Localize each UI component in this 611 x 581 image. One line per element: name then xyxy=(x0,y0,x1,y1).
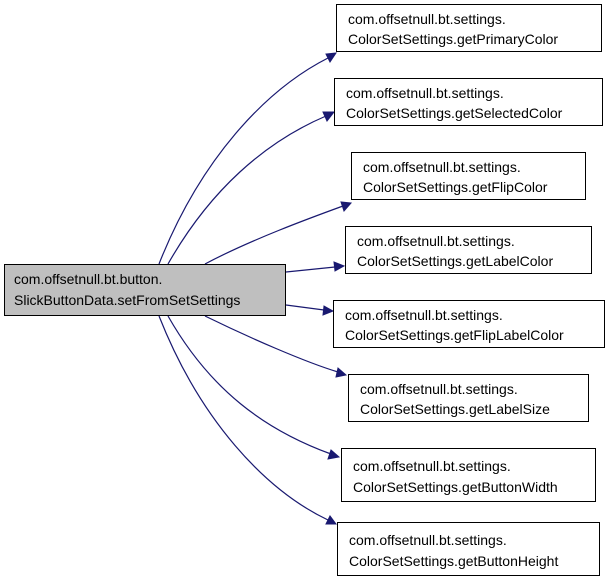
arrowhead-getLabelColor xyxy=(333,261,346,272)
target-node-line1: com.offsetnull.bt.settings. xyxy=(346,85,504,101)
arrowhead-getFlipLabelColor xyxy=(322,305,335,316)
target-node-line1: com.offsetnull.bt.settings. xyxy=(348,11,506,27)
edge-to-getFlipColor xyxy=(204,205,344,265)
arrowhead-getButtonWidth xyxy=(327,449,341,460)
target-node-line2: ColorSetSettings.getLabelColor xyxy=(357,253,553,269)
arrowhead-getPrimaryColor xyxy=(325,52,338,63)
target-node-line1: com.offsetnull.bt.settings. xyxy=(345,307,503,323)
edge-to-getPrimaryColor xyxy=(158,57,329,265)
target-node-getPrimaryColor[interactable]: com.offsetnull.bt.settings. ColorSetSett… xyxy=(336,4,602,52)
edge-to-getLabelColor xyxy=(285,266,336,273)
target-node-line2: ColorSetSettings.getButtonWidth xyxy=(353,479,558,495)
target-node-getSelectedColor[interactable]: com.offsetnull.bt.settings. ColorSetSett… xyxy=(334,78,603,126)
source-node[interactable]: com.offsetnull.bt.button. SlickButtonDat… xyxy=(4,264,286,316)
edge-to-getButtonWidth xyxy=(167,315,332,455)
target-node-getLabelColor[interactable]: com.offsetnull.bt.settings. ColorSetSett… xyxy=(345,226,592,274)
source-node-line2: SlickButtonData.setFromSetSettings xyxy=(14,292,240,308)
arrowhead-getSelectedColor xyxy=(322,111,336,122)
edges xyxy=(158,52,353,525)
target-node-line2: ColorSetSettings.getPrimaryColor xyxy=(348,31,558,47)
target-node-line1: com.offsetnull.bt.settings. xyxy=(357,233,515,249)
target-node-line1: com.offsetnull.bt.settings. xyxy=(349,532,507,548)
target-node-line2: ColorSetSettings.getButtonHeight xyxy=(349,553,558,569)
arrowhead-getFlipColor xyxy=(340,201,353,212)
target-node-getButtonHeight[interactable]: com.offsetnull.bt.settings. ColorSetSett… xyxy=(337,522,600,576)
target-node-line2: ColorSetSettings.getSelectedColor xyxy=(346,105,563,121)
edge-to-getFlipLabelColor xyxy=(285,304,325,311)
edge-to-getButtonHeight xyxy=(158,315,329,521)
target-node-line1: com.offsetnull.bt.settings. xyxy=(363,159,521,175)
source-node-line1: com.offsetnull.bt.button. xyxy=(14,271,162,287)
edge-to-getSelectedColor xyxy=(167,115,327,265)
target-node-line1: com.offsetnull.bt.settings. xyxy=(360,381,518,397)
target-node-line1: com.offsetnull.bt.settings. xyxy=(353,458,511,474)
target-node-line2: ColorSetSettings.getLabelSize xyxy=(360,401,550,417)
arrowhead-getLabelSize xyxy=(335,367,348,378)
target-node-line2: ColorSetSettings.getFlipLabelColor xyxy=(345,327,564,343)
target-node-getButtonWidth[interactable]: com.offsetnull.bt.settings. ColorSetSett… xyxy=(341,448,596,502)
target-node-getFlipLabelColor[interactable]: com.offsetnull.bt.settings. ColorSetSett… xyxy=(333,300,605,348)
arrowhead-getButtonHeight xyxy=(325,515,337,525)
target-node-getLabelSize[interactable]: com.offsetnull.bt.settings. ColorSetSett… xyxy=(348,374,589,422)
target-node-line2: ColorSetSettings.getFlipColor xyxy=(363,179,548,195)
target-node-getFlipColor[interactable]: com.offsetnull.bt.settings. ColorSetSett… xyxy=(351,152,586,200)
edge-to-getLabelSize xyxy=(204,315,339,373)
